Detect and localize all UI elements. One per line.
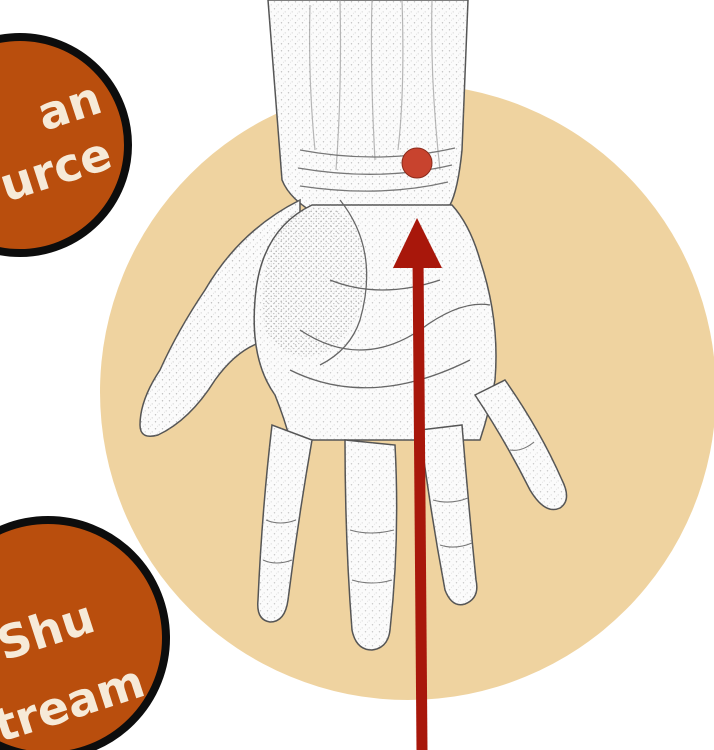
badge-yuan-source: an urce — [0, 37, 128, 253]
badge-shu-stream: Shu tream — [0, 520, 166, 750]
acupoint-marker — [402, 148, 432, 178]
